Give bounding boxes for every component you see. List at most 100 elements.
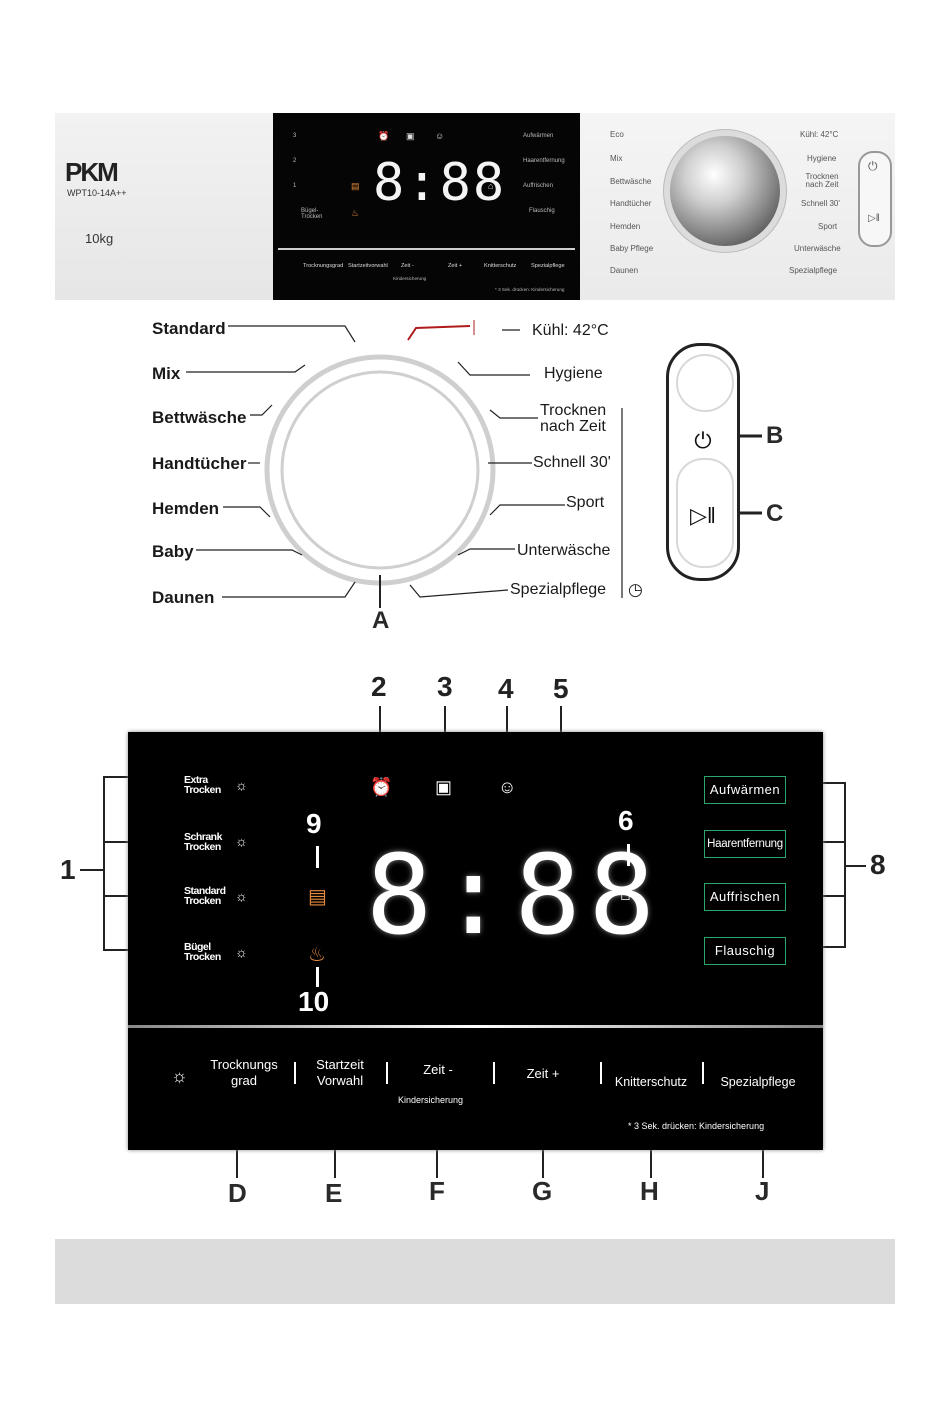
- btn-time-plus[interactable]: Zeit +: [526, 1066, 560, 1081]
- time-display: 8:88: [366, 831, 663, 959]
- sun-icon: ☼: [235, 833, 248, 849]
- program-knob: [670, 136, 780, 246]
- brand-panel: PKM WPT10-14A++ 10kg: [55, 113, 273, 300]
- callout-10: 10: [298, 986, 330, 1017]
- play-pause-icon: ▷‖: [868, 213, 880, 224]
- model-number: WPT10-14A++: [67, 188, 127, 198]
- btn-fluffy[interactable]: Flauschig: [704, 937, 786, 965]
- leader-shirts: [223, 506, 271, 518]
- callout-a: A: [372, 607, 390, 634]
- btn-time-minus: Zeit -: [401, 263, 414, 269]
- power-start-pill: ⏻ ▷‖: [858, 151, 892, 247]
- prog-timed: Trocknen nach Zeit: [805, 172, 839, 189]
- prog-special: Spezialpflege: [789, 266, 838, 275]
- btn-special: Spezialpflege: [531, 263, 565, 269]
- opt-warm: Aufwärmen: [523, 133, 554, 139]
- separator: [493, 1062, 495, 1084]
- prog-mix: Mix: [610, 154, 623, 163]
- separator: [294, 1062, 296, 1084]
- dryness-iron: Bügel- Trocken: [301, 208, 323, 220]
- display-divider: [278, 248, 575, 250]
- separator: [702, 1062, 704, 1084]
- display-divider: [128, 1025, 823, 1028]
- pill-start-area: [676, 458, 734, 568]
- dial-label-timed-1: Trocknen: [540, 402, 607, 419]
- power-button-icon[interactable]: ⏻: [694, 428, 712, 453]
- btn-special-care[interactable]: Spezialpflege: [720, 1075, 796, 1089]
- callout-3: 3: [437, 671, 453, 702]
- dryness-2: 2: [293, 158, 297, 164]
- sun-icon: ☼: [235, 888, 248, 904]
- dial-label-shirts: Hemden: [152, 499, 220, 518]
- callout-10-line: [316, 967, 319, 987]
- dial-label-timed-2: nach Zeit: [540, 418, 606, 435]
- baby-face-icon: ☺: [498, 777, 517, 797]
- dial-label-standard: Standard: [152, 319, 226, 338]
- brand-logo: PKM: [65, 157, 119, 187]
- leader-mix: [186, 364, 306, 373]
- prog-underwear: Unterwäsche: [794, 244, 841, 253]
- shirt-icon: ⌂: [488, 181, 494, 191]
- callout-c: C: [766, 500, 784, 527]
- btn-warm-up[interactable]: Aufwärmen: [704, 776, 786, 804]
- callout-4: 4: [498, 673, 514, 704]
- leader-baby: [196, 549, 303, 556]
- separator: [600, 1062, 602, 1084]
- opt-hair: Haarentfernung: [523, 158, 565, 164]
- btn-anti-crease[interactable]: Knitterschutz: [614, 1075, 688, 1089]
- child-lock-note: * 3 Sek. drücken: Kindersicherung: [628, 1121, 765, 1131]
- leader-hygiene: [457, 361, 530, 376]
- filter-icon: ▤: [308, 886, 327, 908]
- dryness-3: 3: [293, 133, 297, 139]
- dial-photo: Eco Mix Bettwäsche Handtücher Hemden Bab…: [580, 113, 895, 300]
- btn-anticrease: Knitterschutz: [484, 263, 517, 269]
- btn-time-plus: Zeit +: [448, 263, 463, 269]
- callout-8: 8: [870, 849, 886, 880]
- btn-hair-removal[interactable]: Haarentfernung: [704, 830, 786, 858]
- btn-start-delay: Startzeitvorwahl: [348, 263, 388, 269]
- dial-label-special: Spezialpflege: [510, 581, 607, 598]
- prog-down: Daunen: [610, 266, 639, 275]
- prog-sport: Sport: [818, 222, 838, 231]
- btn-time-minus[interactable]: Zeit -: [423, 1062, 453, 1077]
- callout-9: 9: [306, 808, 322, 839]
- dial-label-towels: Handtücher: [152, 454, 247, 473]
- bracket-8: [823, 782, 846, 948]
- sun-icon: ☼: [235, 944, 248, 960]
- dial-label-underwear: Unterwäsche: [517, 542, 611, 559]
- dial-label-sport: Sport: [566, 494, 605, 511]
- dial-label-down: Daunen: [152, 588, 215, 607]
- child-lock-note-small: * 3 Sek. drücken: Kindersicherung: [495, 287, 565, 292]
- dial-label-baby: Baby: [152, 542, 194, 561]
- callout-1: 1: [60, 854, 76, 885]
- prog-eco: Eco: [610, 130, 624, 139]
- prog-bedding: Bettwäsche: [610, 177, 652, 186]
- leader-sport: [489, 504, 565, 516]
- leader-bedding: [250, 404, 273, 416]
- leader-down: [222, 581, 356, 598]
- dryness-1: 1: [293, 183, 297, 189]
- shirt-icon: ⌂: [620, 884, 631, 904]
- prog-cool: Kühl: 42°C: [800, 130, 839, 139]
- leader-underwear: [457, 548, 515, 556]
- prog-hygiene: Hygiene: [807, 154, 837, 163]
- start-pause-button-icon[interactable]: ▷‖: [689, 503, 716, 528]
- opt-fluffy: Flauschig: [529, 208, 555, 214]
- callout-e: E: [325, 1178, 343, 1208]
- dial-label-quick: Schnell 30': [533, 454, 611, 471]
- callout-g: G: [532, 1176, 553, 1206]
- leader-standard: [228, 325, 356, 343]
- sun-icon: ☼: [235, 777, 248, 793]
- alarm-clock-icon: ⏰: [370, 777, 393, 797]
- btn-refresh[interactable]: Auffrischen: [704, 883, 786, 911]
- drum-icon: ▣: [435, 777, 453, 797]
- opt-refresh: Auffrischen: [523, 183, 553, 189]
- dial-label-bedding: Bettwäsche: [152, 408, 247, 427]
